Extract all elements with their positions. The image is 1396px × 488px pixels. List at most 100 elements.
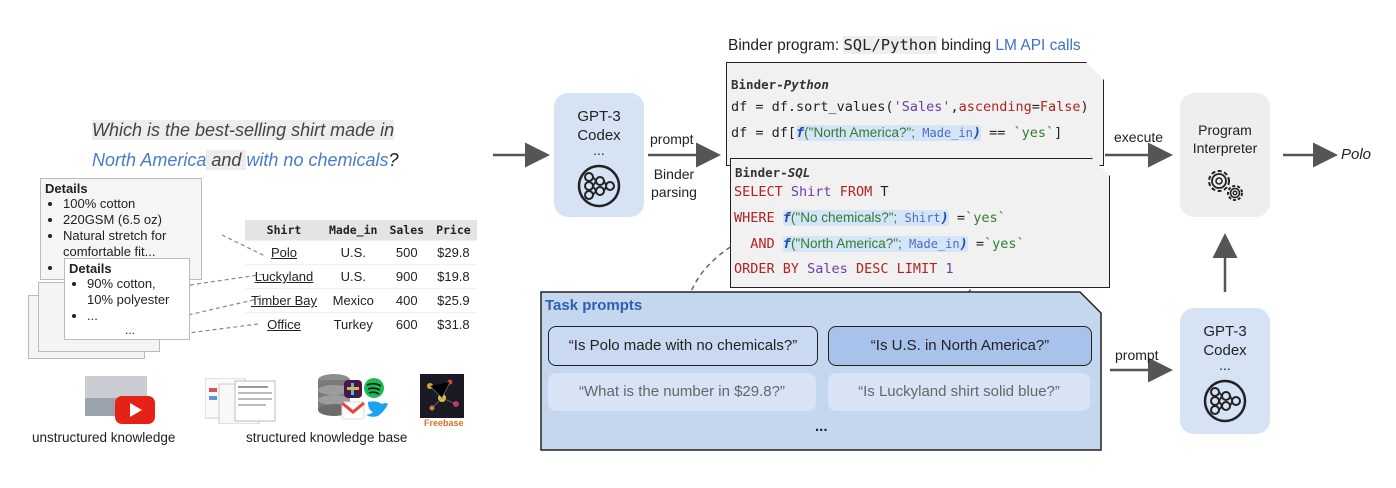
sql-header-lang: SQL [787, 165, 811, 180]
doc-front-item: ... [87, 308, 185, 324]
label-binder-parsing: Binder parsing [651, 165, 697, 201]
task-prompts-title: Task prompts [545, 297, 643, 314]
program-title-mono: SQL/Python [843, 36, 937, 54]
program-title-blue: LM API calls [995, 37, 1081, 54]
program-interpreter: Program Interpreter [1180, 93, 1270, 217]
question-prefix: Which is the best-selling shirt made in [92, 120, 395, 140]
sql-line-4: ORDER BY Sales DESC LIMIT 1 [731, 257, 1109, 282]
doc-front-tail: ... [125, 323, 136, 337]
task-prompt-inactive: “Is Luckyland shirt solid blue?” [828, 373, 1090, 411]
table-cell: 900 [383, 264, 431, 289]
code-token: = [1031, 99, 1040, 115]
code-token: , [950, 99, 959, 115]
table-cell: 500 [383, 240, 431, 265]
table-cell: $31.8 [430, 312, 477, 336]
task-prompt-active: “Is Polo made with no chemicals?” [548, 326, 818, 366]
question-text: Which is the best-selling shirt made in … [92, 115, 399, 175]
table-cell: Luckyland [245, 264, 323, 289]
table-header: Sales [383, 220, 431, 241]
table-cell: Timber Bay [245, 288, 323, 313]
code-token: Sales [799, 261, 856, 277]
table-cell: Turkey [322, 312, 384, 336]
question-no-chemicals: with no chemicals [246, 150, 389, 170]
program-title-pre: Binder program: [728, 37, 844, 54]
program-title-mid: binding [936, 37, 996, 54]
interpreter-line2: Interpreter [1192, 140, 1258, 156]
code-token: `yes` [965, 210, 1006, 226]
python-line-2: df = df[f("North America?"; Made_in) == … [727, 120, 1103, 146]
program-title: Binder program: SQL/Python binding LM AP… [728, 36, 1081, 55]
task-prompts-panel: Task prompts [541, 292, 1101, 450]
codex-right-line1: GPT-3 [1203, 323, 1247, 340]
binder-sql-box: Binder-SQL SELECT Shirt FROM T WHERE f("… [730, 158, 1110, 288]
table-cell: $29.8 [430, 240, 477, 265]
python-header-lang: Python [783, 77, 829, 92]
doc-front-item: 90% cotton, 10% polyester [87, 276, 185, 308]
code-token: False [1039, 99, 1081, 115]
webpage-screenshot-icon [205, 378, 277, 424]
code-token: f [782, 210, 791, 226]
question-north-america: North America [92, 150, 207, 170]
doc-front-title: Details [69, 261, 112, 276]
codex-left-dots: ... [593, 142, 605, 158]
caption-unstructured: unstructured knowledge [32, 430, 176, 445]
table-cell: Polo [245, 240, 323, 265]
code-token: `yes` [1013, 125, 1055, 141]
sql-header: Binder-SQL [735, 165, 1109, 180]
table-cell: 600 [383, 312, 431, 336]
neural-network-icon [554, 163, 644, 209]
code-token: ("North America?"; [804, 125, 916, 140]
gpt3-codex-left: GPT-3 Codex ... [554, 93, 644, 217]
nl-expression: f("North America?"; Made_in) [783, 236, 968, 252]
question-mark: ? [388, 150, 399, 170]
table-header: Price [430, 220, 477, 241]
doc-back-item: 220GSM (6.5 oz) [63, 212, 197, 228]
task-prompt-active: “Is U.S. in North America?” [828, 326, 1092, 366]
gpt3-codex-right: GPT-3 Codex ... [1180, 308, 1270, 434]
code-token: FROM [839, 184, 873, 200]
code-token: `yes` [984, 236, 1025, 252]
doc-back-title: Details [45, 181, 88, 196]
code-token: f [782, 236, 791, 252]
doc-back-item: Natural stretch for comfortable fit... [63, 228, 197, 260]
doc-details-front: Details 90% cotton, 10% polyester ... ..… [64, 258, 190, 340]
database-apps-icon [316, 372, 392, 428]
code-token: 'Sales' [893, 99, 951, 115]
code-token: Made_in [915, 126, 973, 140]
table-header: Shirt [245, 220, 323, 241]
code-token: SELECT [734, 184, 783, 200]
label-execute: execute [1114, 129, 1164, 145]
answer-result: Polo [1341, 146, 1372, 163]
doc-back-item: 100% cotton [63, 196, 197, 212]
code-token: DESC LIMIT [855, 261, 938, 277]
code-token: ] [1054, 125, 1063, 141]
label-prompt-top: prompt [650, 131, 694, 147]
code-token: Shirt [782, 184, 840, 200]
task-prompts-border [540, 291, 1102, 451]
code-token: ) [1080, 99, 1089, 115]
shirt-table: Shirt Made_in Sales Price Polo U.S. 500 … [245, 220, 477, 336]
code-token: WHERE [734, 210, 775, 226]
sql-header-pre: Binder- [735, 165, 788, 180]
table-cell: 400 [383, 288, 431, 313]
code-token: = [948, 210, 966, 226]
table-cell: $25.9 [430, 288, 477, 313]
table-cell: Office [245, 312, 323, 336]
code-token: = [967, 236, 985, 252]
nl-expression: f("North America?"; Made_in) [796, 125, 981, 141]
gears-icon [1180, 165, 1270, 205]
codex-right-line2: Codex [1203, 342, 1247, 359]
code-token: f [796, 125, 805, 141]
code-token: Made_in [901, 237, 960, 251]
table-row: Luckyland U.S. 900 $19.8 [245, 264, 477, 289]
freebase-label: Freebase [424, 418, 464, 428]
sql-line-1: SELECT Shirt FROM T [731, 180, 1109, 205]
table-cell: U.S. [322, 240, 384, 265]
video-thumbnail-icon [85, 376, 163, 424]
code-token: ("North America?"; [790, 236, 902, 251]
task-prompts-more: ... [815, 418, 828, 435]
code-token: 1 [937, 261, 954, 277]
table-row: Office Turkey 600 $31.8 [245, 312, 477, 336]
code-token: Shirt [897, 211, 941, 225]
nl-expression: f("No chemicals?"; Shirt) [783, 210, 949, 226]
